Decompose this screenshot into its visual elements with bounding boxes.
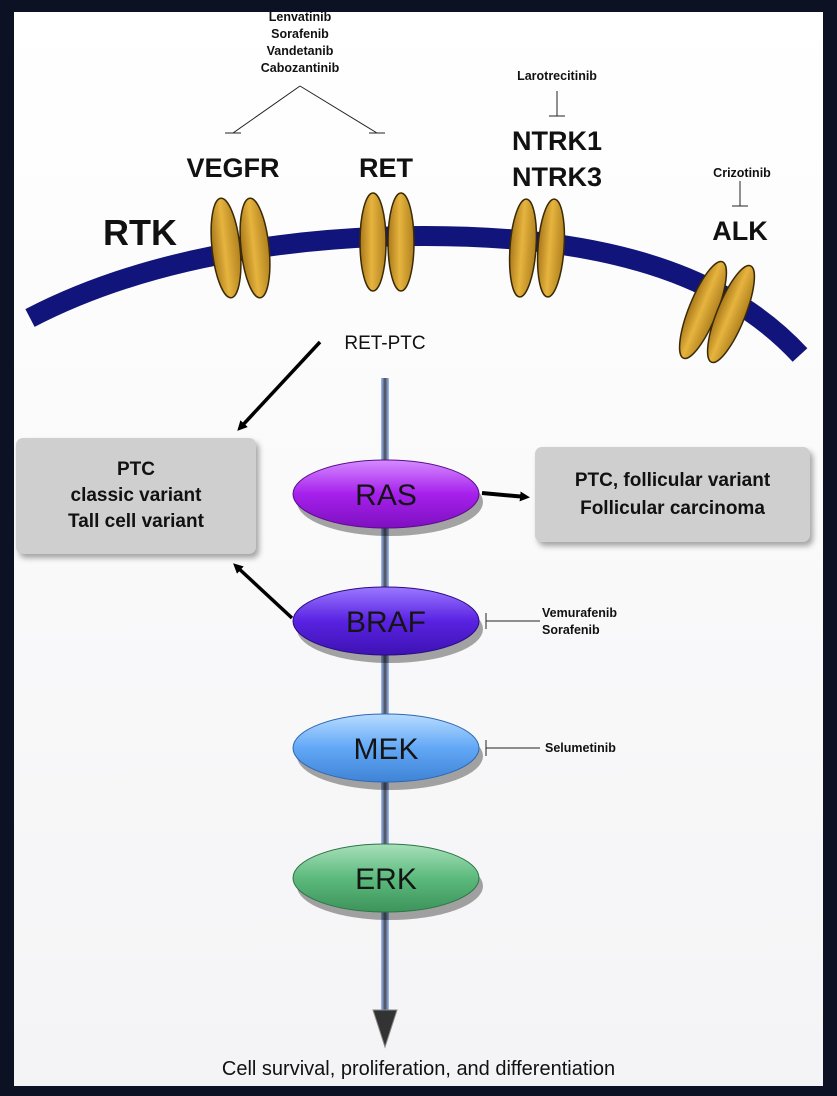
- arrow-braf-to-ptc: [233, 563, 294, 620]
- mek-node: MEK: [292, 713, 483, 790]
- box-left-line-1: PTC: [117, 459, 155, 480]
- ras-node: RAS: [292, 459, 483, 536]
- box-left-line-2: classic variant: [70, 485, 202, 506]
- drug-vandetanib: Vandetanib: [267, 44, 334, 58]
- erk-node: ERK: [292, 843, 483, 920]
- inhibit-line-ret: [299, 85, 385, 134]
- ret-ptc-label: RET-PTC: [344, 333, 425, 354]
- vegfr-receptor: [210, 197, 271, 299]
- inhibit-line-ntrk: [549, 91, 565, 117]
- box-right-line-1: PTC, follicular variant: [574, 469, 771, 491]
- ntrk-receptor: [508, 198, 566, 298]
- outcome-label: Cell survival, proliferation, and differ…: [221, 1058, 616, 1080]
- signal-axis: [381, 378, 389, 1030]
- ret-label: RET: [359, 153, 414, 183]
- inhibit-line-braf: [485, 613, 540, 629]
- ntrk1-label: NTRK1: [512, 126, 602, 156]
- rtk-label: RTK: [103, 212, 177, 253]
- box-left-line-3: Tall cell variant: [68, 511, 204, 532]
- drug-vemurafenib: Vemurafenib: [542, 606, 617, 620]
- ptc-classic-box: PTC classic variant Tall cell variant: [16, 438, 256, 554]
- drug-sorafenib-braf: Sorafenib: [542, 623, 600, 637]
- drug-sorafenib: Sorafenib: [271, 27, 329, 41]
- drug-lenvatinib: Lenvatinib: [269, 10, 332, 24]
- vegfr-label: VEGFR: [186, 153, 279, 183]
- ret-receptor: [359, 192, 415, 292]
- inhibit-line-mek: [485, 740, 540, 756]
- follicular-box: PTC, follicular variant Follicular carci…: [535, 447, 810, 542]
- ntrk3-label: NTRK3: [512, 162, 602, 192]
- alk-label: ALK: [712, 216, 768, 246]
- alk-receptor: [678, 260, 756, 364]
- drug-cabozantinib: Cabozantinib: [261, 61, 340, 75]
- braf-label: BRAF: [346, 606, 426, 639]
- erk-label: ERK: [355, 863, 417, 896]
- drug-selumetinib: Selumetinib: [545, 741, 616, 755]
- arrow-ras-to-follicular: [481, 491, 530, 502]
- arrow-retptc-to-ptc: [237, 340, 322, 431]
- inhibit-line-vegfr: [225, 85, 301, 134]
- drug-crizotinib: Crizotinib: [713, 166, 771, 180]
- box-right-line-2: Follicular carcinoma: [580, 497, 765, 519]
- mek-label: MEK: [353, 733, 418, 766]
- ras-label: RAS: [355, 479, 417, 512]
- drug-larotrecitinib: Larotrecitinib: [517, 69, 597, 83]
- braf-node: BRAF: [292, 586, 483, 663]
- axis-arrowhead: [372, 1009, 398, 1049]
- inhibit-line-alk: [732, 181, 748, 207]
